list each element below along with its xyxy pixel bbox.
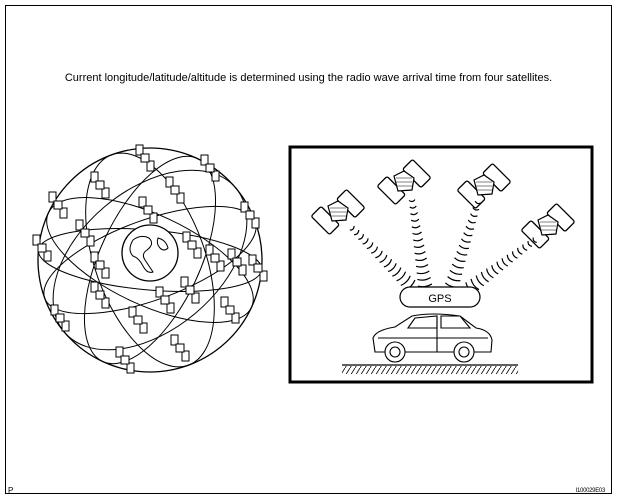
wave-arc — [472, 207, 480, 211]
wave-arc — [451, 263, 464, 269]
wave-arc — [410, 212, 419, 216]
wave-arc — [501, 258, 509, 267]
wave-arc — [460, 238, 471, 243]
wave-arc — [410, 218, 420, 222]
gps-label: GPS — [428, 293, 451, 305]
wave-arc — [412, 231, 422, 235]
wave-arc — [409, 205, 417, 209]
wave-arc — [396, 271, 407, 282]
satellite-constellation-globe — [37, 147, 263, 373]
wave-arc — [411, 225, 421, 229]
wave-arc — [517, 247, 523, 255]
wave-arc — [465, 225, 475, 230]
wave-arc — [511, 251, 518, 259]
wave-arc — [354, 229, 360, 236]
figure-frame — [5, 5, 612, 494]
wave-arc — [485, 268, 494, 279]
corner-mark: P — [8, 486, 14, 495]
wave-arc — [387, 263, 397, 273]
wave-arc — [375, 250, 383, 259]
wave-arc — [470, 213, 478, 217]
wave-arc — [491, 265, 499, 275]
wave-arc — [417, 276, 431, 281]
wave-arc — [532, 237, 537, 244]
wave-arc — [475, 275, 485, 287]
wave-arc — [383, 259, 393, 268]
radio-waves — [349, 199, 537, 295]
wave-arc — [449, 269, 463, 275]
wave-arc — [463, 232, 473, 237]
wave-arc — [522, 244, 528, 251]
wave-arc — [496, 261, 504, 271]
wave-arc — [447, 276, 461, 282]
wave-arc — [366, 242, 374, 250]
wave-arc — [379, 254, 388, 263]
wave-arc — [456, 251, 468, 256]
wave-arc — [358, 234, 365, 240]
wave-arc — [400, 275, 411, 286]
wave-arc — [412, 238, 424, 242]
wave-arc — [408, 199, 416, 203]
wave-arc — [474, 200, 482, 205]
wave-arc — [370, 246, 379, 254]
wave-arc — [467, 219, 476, 224]
wave-arc — [527, 240, 533, 247]
wave-arc — [414, 250, 426, 255]
wave-arc — [349, 225, 355, 231]
wave-arc — [454, 257, 466, 262]
gps-receiver-box — [399, 286, 481, 308]
wave-arc — [416, 270, 430, 275]
wave-arc — [415, 257, 428, 262]
wave-arc — [506, 254, 513, 263]
figure-id: I100029E03 — [575, 488, 606, 494]
wave-arc — [392, 267, 402, 277]
wave-arc — [413, 244, 425, 248]
ground-hatching — [342, 366, 518, 374]
wave-arc — [458, 244, 470, 250]
wave-arc — [415, 263, 429, 268]
wave-arc — [362, 238, 369, 245]
caption: Current longitude/latitude/altitude is d… — [64, 72, 553, 84]
wave-arc — [470, 278, 480, 291]
car-icon — [372, 313, 493, 363]
wave-arc — [480, 271, 489, 283]
